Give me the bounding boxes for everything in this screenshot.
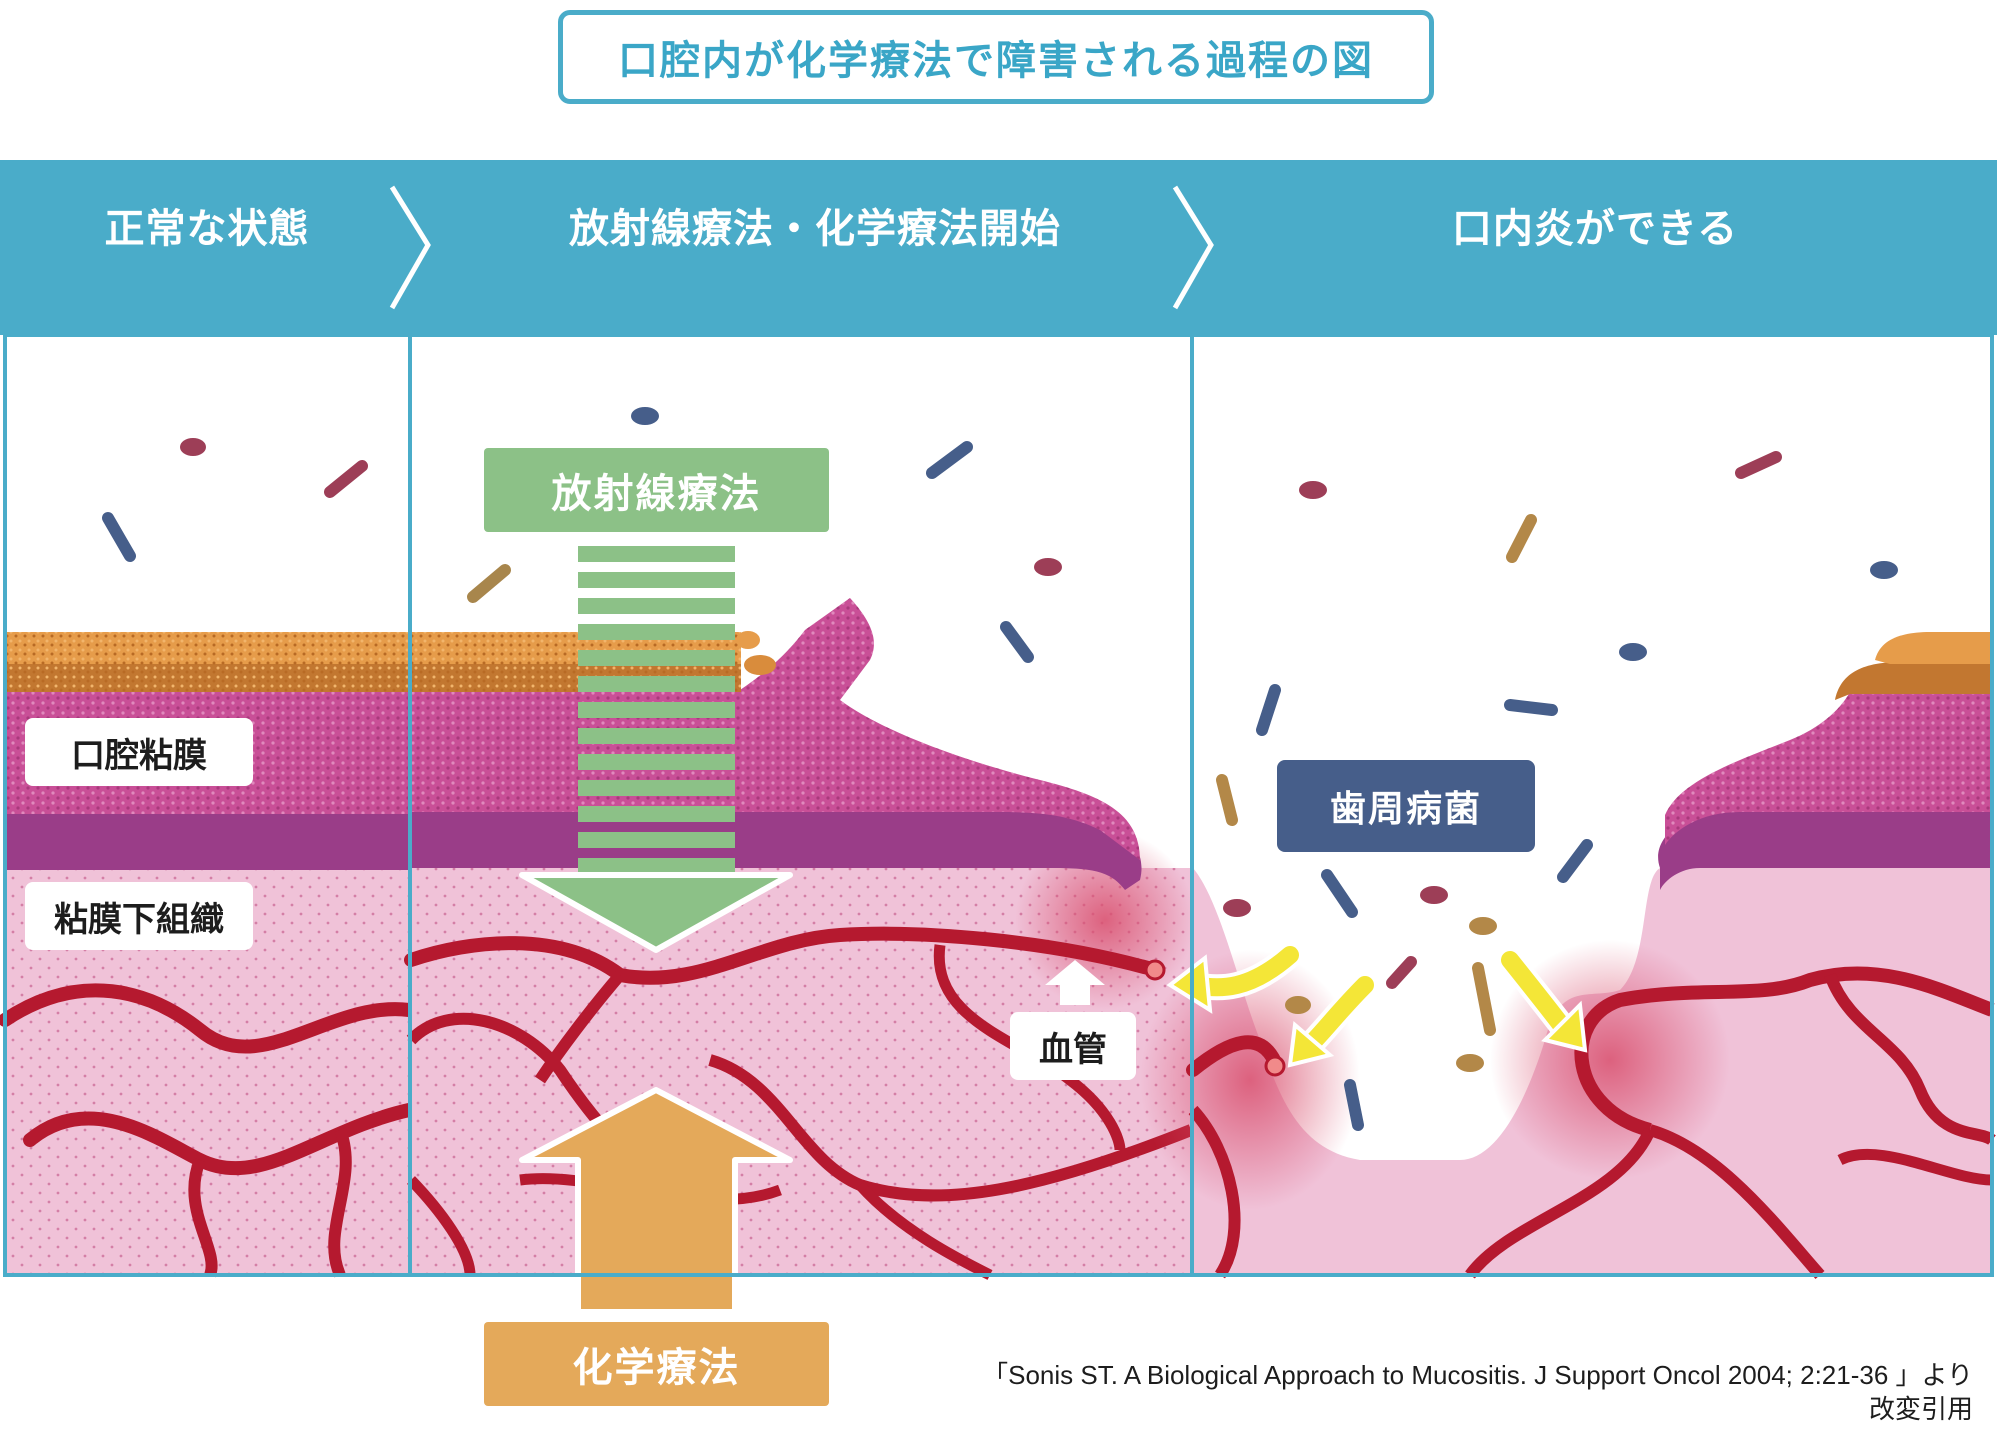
stage-chevrons [389,185,1214,310]
citation-line-1: 「Sonis ST. A Biological Approach to Muco… [982,1360,1973,1390]
stage-normal: 正常な状態 [104,206,310,252]
label-radiation: 放射線療法 [484,448,829,532]
vessel-pointer-arrow [1045,960,1105,1005]
label-periodontal-bacteria: 歯周病菌 [1277,760,1535,852]
label-submucosa: 粘膜下組織 [25,882,253,950]
panel-borders [3,333,1994,1277]
radiation-arrow-head [519,872,793,953]
bacteria [102,407,1898,1131]
label-blood-vessel: 血管 [1010,1012,1136,1080]
stage-treatment-start: 放射線療法・化学療法開始 [569,206,1061,252]
stage-stomatitis: 口内炎ができる [1451,206,1739,252]
chemo-arrow [519,1087,793,1315]
label-chemo: 化学療法 [484,1322,829,1406]
citation: 「Sonis ST. A Biological Approach to Muco… [982,1358,1973,1426]
panel-treatment [404,540,1195,1315]
label-oral-mucosa: 口腔粘膜 [25,718,253,786]
panel-stomatitis [1140,632,1996,1279]
citation-line-2: 改変引用 [1868,1394,1973,1424]
stage-banner [0,160,1997,335]
radiation-arrow-shaft [578,540,735,875]
diagram-title: 口腔内が化学療法で障害される過程の図 [558,10,1434,104]
